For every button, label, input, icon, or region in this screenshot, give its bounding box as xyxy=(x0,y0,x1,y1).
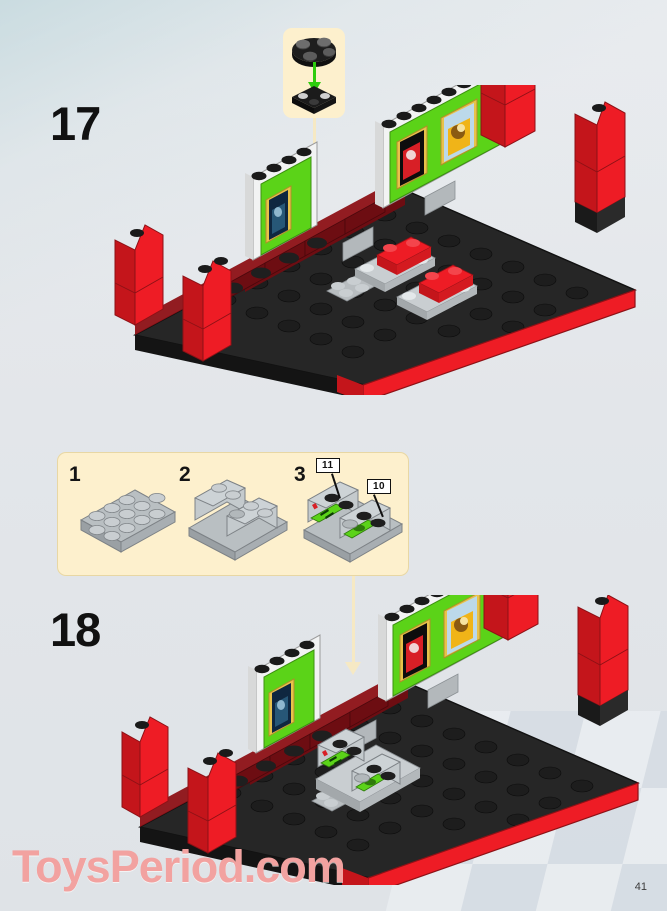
sub-assembly-flow-line xyxy=(352,576,355,664)
step-number-18: 18 xyxy=(50,603,101,656)
sub-assembly-flow-arrowhead xyxy=(345,662,361,675)
step17-model-illustration xyxy=(114,85,637,395)
right-red-tower xyxy=(480,85,536,148)
left-red-wedge-back-18 xyxy=(121,716,169,818)
part-label-11: 11 xyxy=(316,458,340,473)
mid-right-billboard-18 xyxy=(378,595,509,702)
far-right-red-wedge-18 xyxy=(577,595,629,726)
sub-step-number-2: 2 xyxy=(179,463,191,486)
mid-right-billboard xyxy=(375,85,506,209)
step-number-17: 17 xyxy=(50,97,101,150)
sub-part-3-illustration xyxy=(302,481,404,563)
step18-model-illustration xyxy=(121,595,640,885)
left-red-wedge-back xyxy=(114,224,164,326)
site-watermark: ToysPeriod.com xyxy=(12,841,346,892)
left-red-wedge-front xyxy=(182,257,232,362)
far-right-red-wedge xyxy=(574,101,626,233)
step17-detail-callout xyxy=(283,28,345,118)
left-billboard xyxy=(245,141,318,261)
red-plate-assembly-1 xyxy=(354,236,436,292)
sub-part-2-illustration xyxy=(187,479,289,561)
sub-assembly-panel: 1 2 3 xyxy=(57,452,409,576)
installed-console-assembly xyxy=(315,728,421,812)
left-red-wedge-front-18 xyxy=(187,749,237,854)
red-plate-assembly-2 xyxy=(396,264,478,320)
left-billboard-18 xyxy=(248,634,321,754)
sub-step-number-1: 1 xyxy=(69,463,81,486)
sub-step-number-3: 3 xyxy=(294,463,306,486)
right-red-tower-18 xyxy=(483,595,539,641)
part-label-10: 10 xyxy=(367,479,392,494)
page-number: 41 xyxy=(634,881,647,893)
callout-parts-illustration xyxy=(292,37,336,114)
sub-part-1-illustration xyxy=(79,489,177,553)
